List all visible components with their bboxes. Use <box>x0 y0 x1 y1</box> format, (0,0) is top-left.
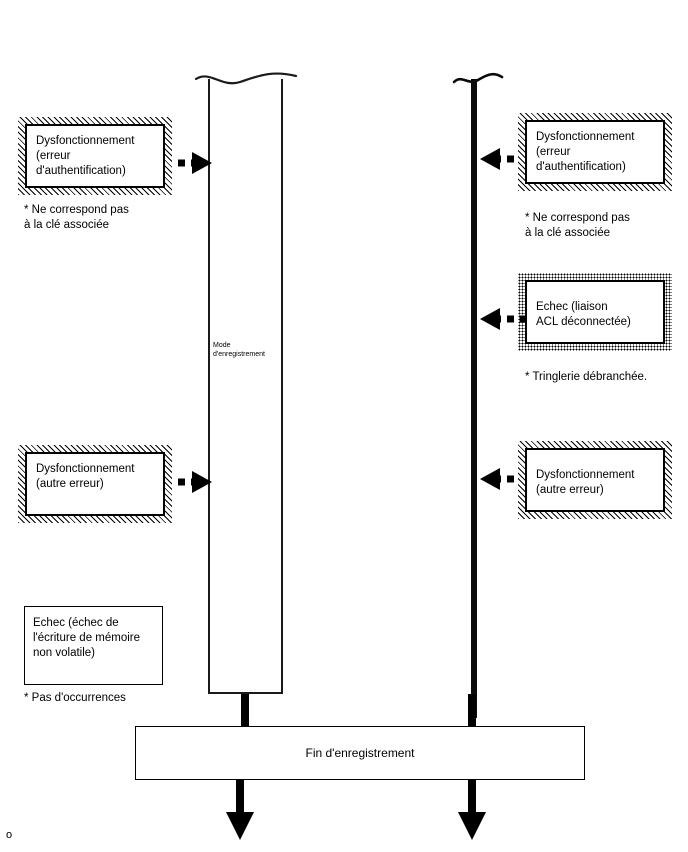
left-auth-error-arrow <box>165 152 212 174</box>
right-auth-error-text: Dysfonctionnement (erreur d'authentifica… <box>536 131 635 173</box>
left-auth-error-box[interactable]: Dysfonctionnement (erreur d'authentifica… <box>25 124 165 188</box>
right-other-error-text: Dysfonctionnement (autre erreur) <box>536 469 635 496</box>
right-other-error-box[interactable]: Dysfonctionnement (autre erreur) <box>525 448 665 512</box>
right-acl-disconnect-box-shell: Echec (liaison ACL déconnectée) <box>518 273 672 351</box>
right-acl-disconnect-text: Echec (liaison ACL déconnectée) <box>536 301 631 328</box>
left-nvm-write-failure-note: * Pas d'occurrences <box>24 692 126 704</box>
terminator-box[interactable]: Fin d'enregistrement <box>135 726 585 780</box>
left-nvm-write-failure-box[interactable]: Echec (échec de l'écriture de mémoire no… <box>24 606 163 685</box>
left-auth-error-note: * Ne correspond pas à la clé associée <box>24 204 129 231</box>
right-exit-arrow <box>458 780 486 840</box>
right-acl-disconnect-box[interactable]: Echec (liaison ACL déconnectée) <box>525 280 665 344</box>
left-lane-column <box>208 79 283 694</box>
right-lane-break-wave <box>452 72 504 84</box>
right-auth-error-box-shell: Dysfonctionnement (erreur d'authentifica… <box>518 113 672 191</box>
right-auth-error-note: * Ne correspond pas à la clé associée <box>525 212 630 239</box>
left-exit-arrow <box>226 780 254 840</box>
right-lane-line <box>471 79 477 718</box>
terminator-label: Fin d'enregistrement <box>305 746 415 760</box>
corner-mark: o <box>6 829 13 841</box>
right-acl-disconnect-note: * Tringlerie débranchée. <box>525 371 648 383</box>
left-lane-column-base <box>208 692 283 694</box>
left-lane-label: Mode d'enregistrement <box>213 342 265 358</box>
right-other-error-box-shell: Dysfonctionnement (autre erreur) <box>518 441 672 519</box>
left-auth-error-text: Dysfonctionnement (erreur d'authentifica… <box>36 135 135 177</box>
left-other-error-box[interactable]: Dysfonctionnement (autre erreur) <box>25 452 165 516</box>
left-other-error-arrow <box>165 471 212 493</box>
left-lane-connector <box>241 694 249 727</box>
right-auth-error-box[interactable]: Dysfonctionnement (erreur d'authentifica… <box>525 120 665 184</box>
left-auth-error-box-shell: Dysfonctionnement (erreur d'authentifica… <box>18 117 172 195</box>
left-other-error-box-shell: Dysfonctionnement (autre erreur) <box>18 445 172 523</box>
left-nvm-write-failure-text: Echec (échec de l'écriture de mémoire no… <box>33 617 141 659</box>
left-other-error-text: Dysfonctionnement (autre erreur) <box>36 463 135 490</box>
